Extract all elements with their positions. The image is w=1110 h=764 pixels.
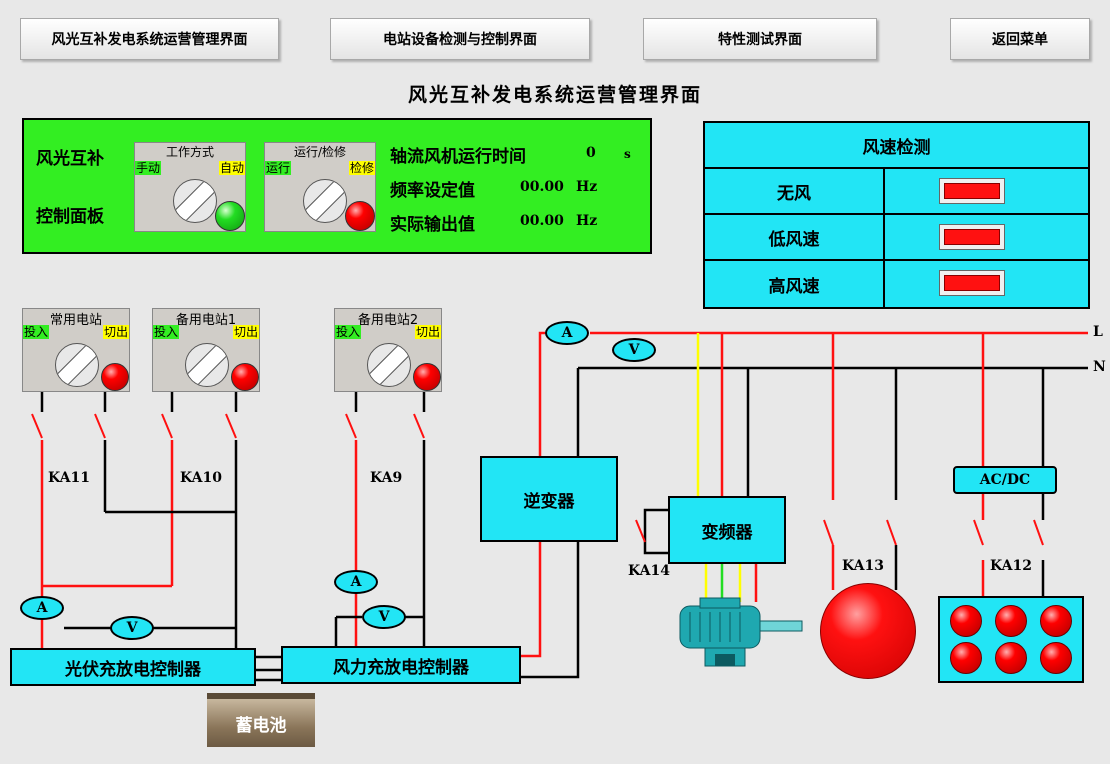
- freq-set-value: 00.00: [520, 179, 564, 195]
- wind-low-indicator: [939, 224, 1005, 250]
- actual-out-unit: Hz: [576, 213, 598, 229]
- run-switch-label: 运行/检修: [293, 145, 347, 159]
- station-main-label: 常用电站: [49, 313, 102, 328]
- switch-ka10-b: [225, 413, 237, 439]
- station-backup2-knob-icon[interactable]: [367, 343, 411, 387]
- battery: 蓄电池: [207, 693, 315, 747]
- switch-ka10-a: [161, 413, 173, 439]
- inverter-out-red: [520, 540, 542, 658]
- station-main-on-tag: 投入: [23, 325, 50, 339]
- voltmeter-pv: V: [110, 616, 154, 640]
- switch-ka11-a: [31, 413, 43, 439]
- station-backup1-knob-icon[interactable]: [185, 343, 229, 387]
- nav-device-control-button[interactable]: 电站设备检测与控制界面: [330, 18, 590, 60]
- fan-runtime-label: 轴流风机运行时间: [390, 147, 526, 167]
- station-main-switch[interactable]: 常用电站 投入 切出: [22, 308, 130, 392]
- relay-ka14-label: KA14: [628, 563, 670, 579]
- mode-manual-tag: 手动: [135, 161, 162, 175]
- wind-speed-panel: 风速检测 无风 低风速 高风速: [703, 121, 1090, 309]
- acdc-box: AC/DC: [953, 466, 1057, 494]
- motor-icon: [679, 597, 803, 667]
- actual-out-label: 实际输出值: [390, 215, 475, 235]
- wind-high-indicator: [939, 270, 1005, 296]
- relay-ka10-label: KA10: [180, 470, 222, 486]
- station-backup1-on-tag: 投入: [153, 325, 180, 339]
- wind-speed-title: 风速检测: [705, 123, 1088, 169]
- lamp-bank: [938, 596, 1084, 683]
- station-backup1-off-tag: 切出: [232, 325, 259, 339]
- run-status-lamp-icon: [345, 201, 375, 231]
- station-backup2-off-tag: 切出: [414, 325, 441, 339]
- pv-controller-box: 光伏充放电控制器: [10, 648, 256, 686]
- switch-ka9-b: [413, 413, 425, 439]
- page-title: 风光互补发电系统运营管理界面: [407, 84, 702, 106]
- nav-characteristic-test-button[interactable]: 特性测试界面: [643, 18, 877, 60]
- station-backup1-lamp-icon: [231, 363, 259, 391]
- mode-auto-tag: 自动: [218, 161, 245, 175]
- relay-ka11-label: KA11: [48, 470, 90, 486]
- run-knob-icon[interactable]: [303, 179, 347, 223]
- ammeter-l: A: [545, 321, 589, 345]
- wind-row-label: 高风速: [705, 261, 885, 307]
- inverter-box: 逆变器: [480, 456, 618, 542]
- lamp-icon: [1040, 605, 1072, 637]
- lamp-bulb-icon: [820, 583, 916, 679]
- lamp-icon: [1040, 642, 1072, 674]
- mode-status-lamp-icon: [215, 201, 245, 231]
- station-backup1-switch[interactable]: 备用电站1 投入 切出: [152, 308, 260, 392]
- mode-knob-icon[interactable]: [173, 179, 217, 223]
- station-main-off-tag: 切出: [102, 325, 129, 339]
- ammeter-wind: A: [334, 570, 378, 594]
- wind-none-indicator: [939, 178, 1005, 204]
- nav-operation-button[interactable]: 风光互补发电系统运营管理界面: [20, 18, 279, 60]
- freq-set-label: 频率设定值: [390, 181, 475, 201]
- inverter-out-black: [520, 540, 580, 679]
- ammeter-pv: A: [20, 596, 64, 620]
- fan-runtime-value: 0: [586, 145, 596, 161]
- lamp-icon: [950, 642, 982, 674]
- station-backup2-on-tag: 投入: [335, 325, 362, 339]
- lamp-icon: [995, 605, 1027, 637]
- station-main-knob-icon[interactable]: [55, 343, 99, 387]
- switch-ka9-a: [345, 413, 357, 439]
- wind-row-low: 低风速: [705, 215, 1088, 261]
- wind-controller-box: 风力充放电控制器: [281, 646, 521, 684]
- switch-ka11-b: [94, 413, 106, 439]
- relay-ka13-label: KA13: [842, 558, 884, 574]
- voltmeter-wind: V: [362, 605, 406, 629]
- rail-n-label: N: [1093, 359, 1106, 375]
- relay-ka9-label: KA9: [370, 470, 403, 486]
- run-switch[interactable]: 运行/检修 运行 检修: [264, 142, 376, 232]
- run-tag: 运行: [265, 161, 292, 175]
- panel-title-line1: 风光互补: [36, 149, 104, 169]
- lamp-icon: [995, 642, 1027, 674]
- mode-switch[interactable]: 工作方式 手动 自动: [134, 142, 246, 232]
- wind-row-high: 高风速: [705, 261, 1088, 307]
- wind-row-label: 无风: [705, 169, 885, 213]
- freq-set-unit: Hz: [576, 179, 598, 195]
- mode-switch-label: 工作方式: [165, 145, 214, 159]
- vfd-box: 变频器: [668, 496, 786, 564]
- station-main-lamp-icon: [101, 363, 129, 391]
- panel-title-line2: 控制面板: [36, 207, 104, 227]
- nav-return-menu-button[interactable]: 返回菜单: [950, 18, 1090, 60]
- actual-out-value: 00.00: [520, 213, 564, 229]
- rail-l-label: L: [1093, 324, 1103, 340]
- inverter-l-wire: [538, 331, 545, 457]
- wind-row-label: 低风速: [705, 215, 885, 259]
- station-backup2-label: 备用电站2: [357, 313, 419, 328]
- fan-runtime-unit: s: [624, 147, 631, 161]
- station-backup1-label: 备用电站1: [175, 313, 237, 328]
- control-panel: 风光互补 控制面板 工作方式 手动 自动 运行/检修 运行 检修 轴流风机运行时…: [22, 118, 652, 254]
- relay-ka12-label: KA12: [990, 558, 1032, 574]
- lamp-icon: [950, 605, 982, 637]
- station-backup2-switch[interactable]: 备用电站2 投入 切出: [334, 308, 442, 392]
- wind-row-none: 无风: [705, 169, 1088, 215]
- maintenance-tag: 检修: [348, 161, 375, 175]
- station-backup2-lamp-icon: [413, 363, 441, 391]
- voltmeter-n: V: [612, 338, 656, 362]
